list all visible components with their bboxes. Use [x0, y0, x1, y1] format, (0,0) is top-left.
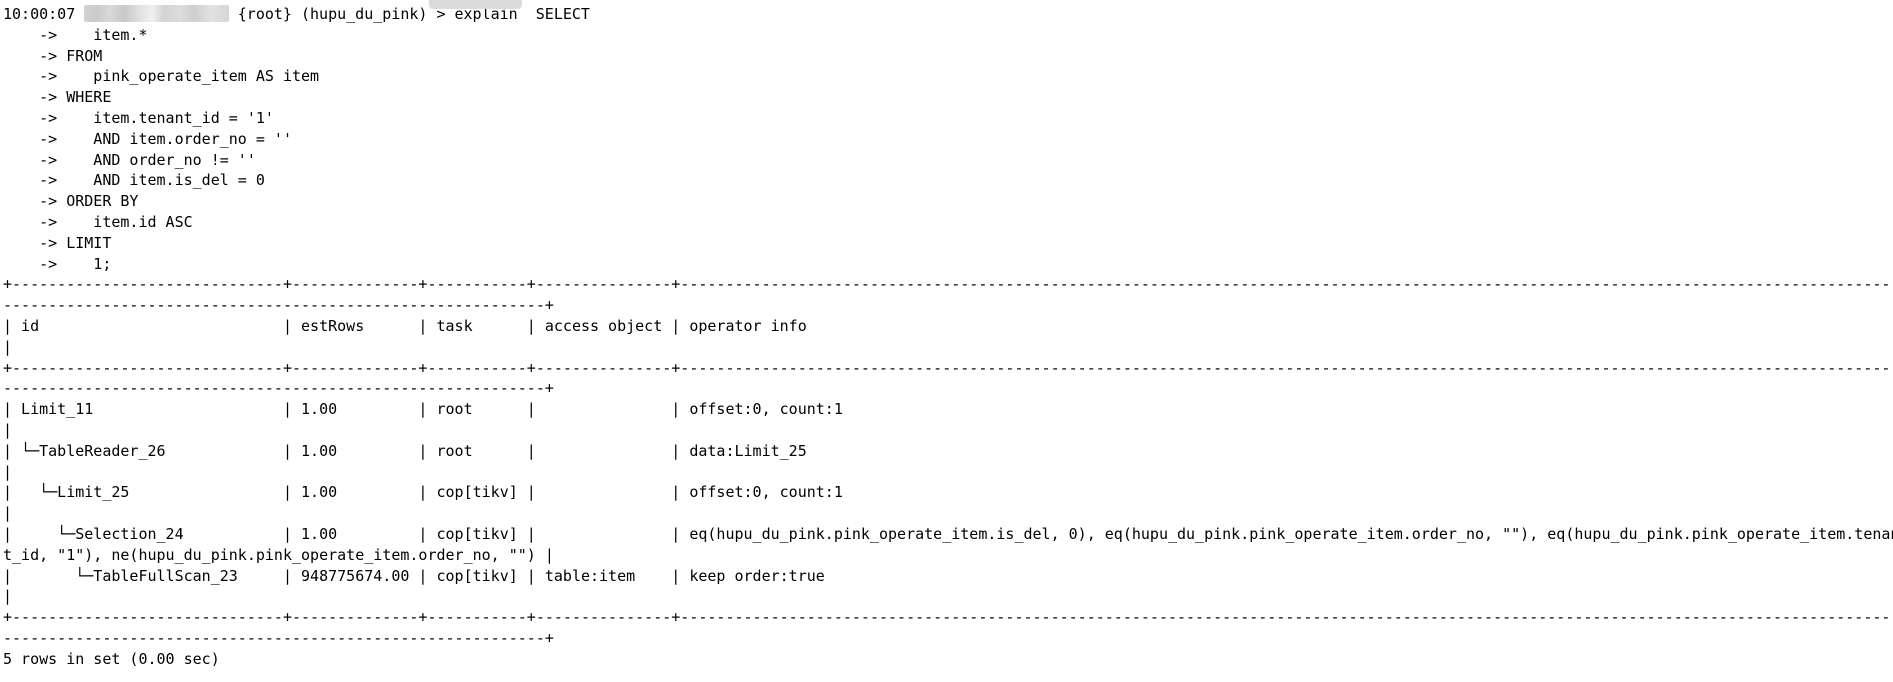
result-summary: 5 rows in set (0.00 sec) [3, 649, 220, 668]
prompt-timestamp: 10:00:07 [3, 5, 76, 23]
redacted-text-partial [429, 0, 522, 9]
prompt-context: {root} (hupu_du_pink) > [237, 5, 446, 23]
sql-continuation-lines: -> item.* -> FROM -> pink_operate_item A… [39, 25, 320, 273]
redacted-text [84, 5, 229, 22]
prompt-command: explain SELECT [454, 5, 590, 23]
explain-result-table: +------------------------------+--------… [3, 275, 1893, 647]
prompt-line: 10:00:07 {root} (hupu_du_pink) > explain S… [3, 4, 1893, 25]
